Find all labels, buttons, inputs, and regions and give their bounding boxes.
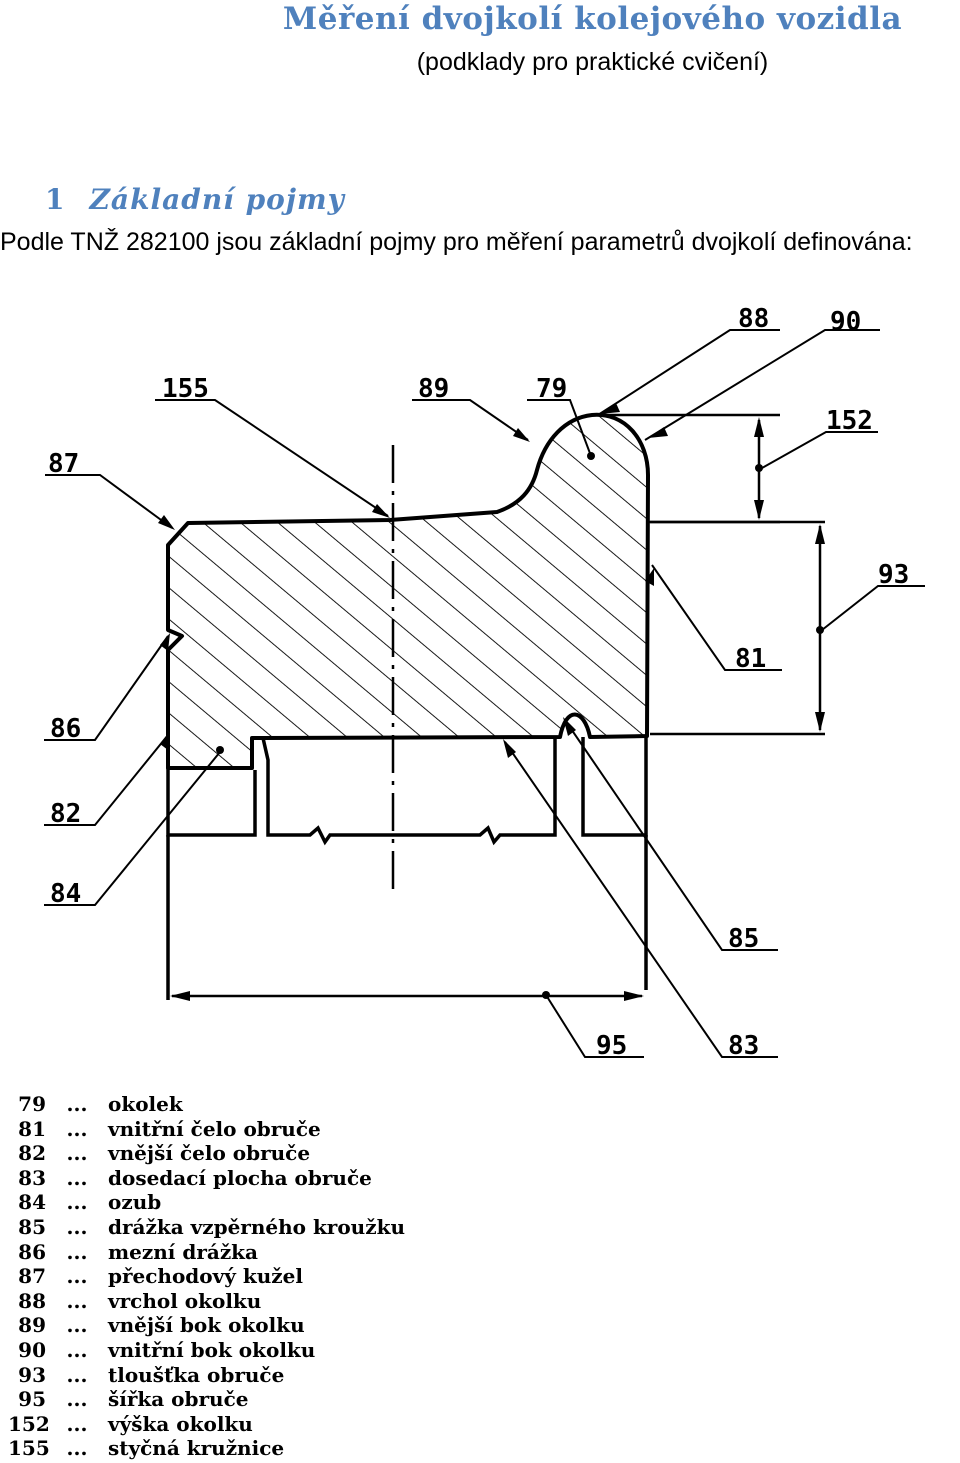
wheel-body-lines [166, 737, 648, 1000]
callout-82: 82 [50, 799, 81, 829]
callout-90: 90 [830, 307, 861, 337]
legend-item: 82...vnější čelo obruče [18, 1141, 311, 1166]
callout-155: 155 [162, 374, 209, 404]
leader-lines [44, 329, 925, 1058]
section-number: 1 [45, 183, 66, 216]
callout-83: 83 [728, 1031, 759, 1061]
section-heading: 1 Základní pojmy [45, 180, 345, 220]
callout-93: 93 [878, 560, 909, 590]
callout-88: 88 [738, 304, 769, 334]
legend-item: 93...tloušťka obruče [18, 1362, 285, 1387]
legend: 79...okolek 81...vnitřní čelo obruče 82.… [8, 1092, 405, 1461]
legend-item: 88...vrchol okolku [18, 1288, 262, 1313]
legend-item: 84...ozub [18, 1190, 162, 1215]
legend-item: 81...vnitřní čelo obruče [18, 1116, 321, 1141]
leader-arrows [158, 403, 668, 758]
callout-87: 87 [48, 449, 79, 479]
legend-item: 83...dosedací plocha obruče [18, 1165, 372, 1190]
legend-item: 86...mezní drážka [18, 1239, 258, 1264]
callout-86: 86 [50, 714, 81, 744]
callout-95: 95 [596, 1031, 627, 1061]
dimension-arrows [170, 417, 825, 1001]
callout-85: 85 [728, 924, 759, 954]
callout-152: 152 [826, 406, 873, 436]
tyre-profile-drawing: 87 155 89 79 88 90 152 93 81 86 82 84 85… [44, 304, 925, 1061]
document-subtitle: (podklady pro praktické cvičení) [416, 48, 769, 76]
callout-79: 79 [536, 374, 567, 404]
section-intro: Podle TNŽ 282100 jsou základní pojmy pro… [0, 228, 913, 256]
callout-89: 89 [418, 374, 449, 404]
legend-item: 90...vnitřní bok okolku [18, 1337, 316, 1362]
legend-item: 85...drážka vzpěrného kroužku [18, 1214, 405, 1239]
legend-item: 89...vnější bok okolku [18, 1313, 305, 1338]
callout-labels: 87 155 89 79 88 90 152 93 81 86 82 84 85… [48, 304, 909, 1061]
legend-item: 79...okolek [18, 1092, 183, 1116]
document-title: Měření dvojkolí kolejového vozidla [282, 1, 903, 37]
callout-81: 81 [735, 644, 766, 674]
legend-item: 152...výška okolku [8, 1411, 253, 1436]
legend-item: 155...styčná kružnice [8, 1436, 285, 1461]
legend-item: 95...šířka obruče [18, 1387, 249, 1412]
legend-item: 87...přechodový kužel [18, 1264, 303, 1289]
callout-84: 84 [50, 879, 81, 909]
section-title: Základní pojmy [89, 183, 345, 216]
profile-section [166, 412, 650, 770]
